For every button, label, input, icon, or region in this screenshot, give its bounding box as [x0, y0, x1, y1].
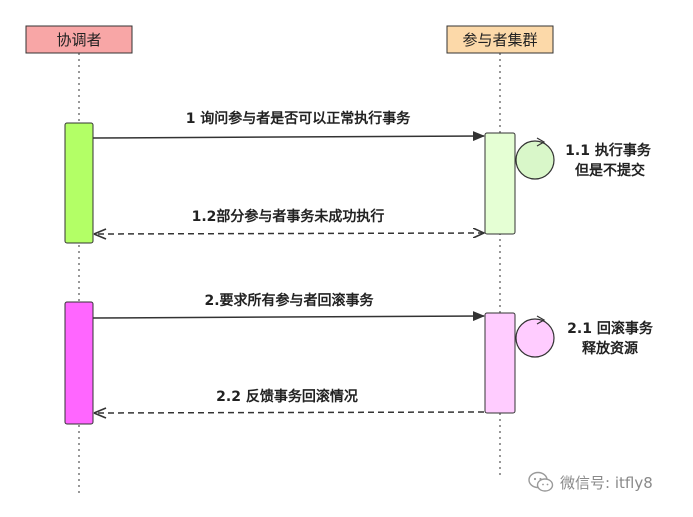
message-2-arrow [92, 311, 485, 322]
message-2-2-arrow [93, 411, 485, 414]
self-call-1-arrow-icon [536, 137, 546, 147]
message-2-2-head [93, 407, 107, 414]
self-call-1-circle [515, 140, 555, 180]
self-call-2-circle [515, 318, 555, 358]
message-2-2-head-b [93, 412, 107, 419]
participants-header: 参与者集群 [446, 25, 554, 54]
self-call-2 [515, 315, 555, 358]
self-call-1 [515, 137, 555, 180]
coordinator-activation-1 [64, 122, 94, 244]
coordinator-activation-2 [64, 301, 94, 425]
coordinator-label: 协调者 [56, 31, 101, 49]
message-1-2-head [93, 228, 107, 235]
message-1-2-arrow [93, 233, 484, 234]
participants-activation-2 [484, 312, 516, 414]
wechat-icon [528, 471, 554, 492]
message-1-arrow [92, 131, 485, 142]
message-2-label: 2.要求所有参与者回滚事务 [204, 292, 374, 309]
message-2-1-label-line1: 2.1 回滚事务 [567, 320, 654, 337]
watermark: 微信号: itfly8 [528, 470, 653, 494]
message-2-1-label-line2: 释放资源 [582, 340, 638, 357]
participants-label: 参与者集群 [462, 31, 537, 49]
participants-activation-1 [484, 132, 516, 235]
message-1-1-label-line1: 1.1 执行事务 [565, 142, 652, 159]
coordinator-box [25, 25, 133, 54]
message-1-label: 1 询问参与者是否可以正常执行事务 [186, 110, 412, 127]
message-2-2-label: 2.2 反馈事务回滚情况 [216, 388, 358, 405]
message-1-2-label: 1.2部分参与者事务未成功执行 [192, 208, 385, 225]
self-call-2-arrow-icon [536, 315, 546, 325]
watermark-text: 微信号: itfly8 [560, 473, 653, 492]
message-1-2-head-b [93, 233, 107, 240]
participants-box [446, 25, 554, 54]
message-1-1-label-line2: 但是不提交 [574, 162, 645, 179]
coordinator-header: 协调者 [25, 25, 133, 54]
